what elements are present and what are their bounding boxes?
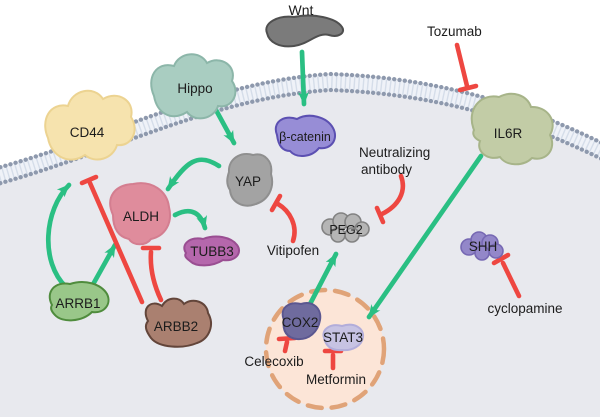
cd44-label: CD44: [70, 125, 105, 140]
stem: [282, 339, 290, 354]
activation-edges: [46, 49, 484, 320]
edge-cyclopamine-inhibits-shh: [491, 252, 522, 299]
t-cap: [269, 193, 283, 213]
neutralizing-antibody-label-line2: antibody: [361, 162, 412, 177]
vitipofen-label: Vitipofen: [267, 243, 319, 258]
stem: [275, 201, 297, 244]
aldh-label: ALDH: [123, 209, 159, 224]
node-labels: Wnt Hippo CD44 β-catenin IL6R YAP ALDH T…: [55, 2, 522, 345]
tubb3-label: TUBB3: [190, 244, 234, 259]
metformin-label: Metformin: [306, 372, 366, 387]
edge-cox2-activates-peg2: [306, 251, 339, 309]
node-shh-cloud: [460, 231, 504, 261]
neutralizing-antibody-label-line1: Neutralizing: [359, 145, 430, 160]
peg2-label: PEG2: [329, 223, 362, 237]
il6r-label: IL6R: [494, 126, 523, 141]
node-tubb3: [183, 235, 241, 267]
edge-neutralizing-antibody-inhibits-peg2: [374, 173, 406, 225]
celecoxib-label: Celecoxib: [244, 354, 303, 369]
cyclopamine-label: cyclopamine: [487, 301, 562, 316]
stem: [454, 42, 470, 89]
node-beta-catenin: [274, 114, 337, 157]
wnt-label: Wnt: [289, 2, 314, 18]
edge-yap-activates-aldh: [165, 157, 222, 192]
node-cd44: [44, 89, 136, 161]
drug-labels: Tozumab Neutralizing antibody Vitipofen …: [244, 24, 562, 387]
stem: [87, 180, 145, 305]
tozumab-label: Tozumab: [427, 24, 482, 39]
stat3-label: STAT3: [323, 330, 363, 345]
node-stat3: [322, 323, 365, 352]
arrb1-label: ARRB1: [55, 296, 100, 311]
node-aldh: [109, 182, 171, 246]
cloud-bubble: [474, 245, 490, 261]
edge-arbb2-inhibits-aldh: [140, 245, 164, 303]
node-il6r: [470, 92, 554, 166]
t-cap: [374, 205, 386, 225]
hippo-label: Hippo: [177, 81, 212, 96]
cloud-bubble: [330, 227, 346, 243]
yap-label: YAP: [235, 174, 261, 189]
t-cap: [457, 83, 479, 93]
edge-tozumab-inhibits-il6r: [454, 42, 479, 93]
edge-arbb2-inhibits-cd44: [79, 174, 145, 305]
cox2-label: COX2: [282, 315, 319, 330]
arbb2-label: ARBB2: [154, 319, 198, 334]
node-wnt: [265, 14, 344, 48]
stem: [148, 249, 164, 303]
stem: [500, 260, 522, 299]
node-hippo: [150, 53, 237, 120]
edge-aldh-activates-tubb3: [172, 208, 208, 231]
protein-nodes: [44, 14, 554, 352]
stem: [379, 173, 406, 217]
edge-hippo-activates-yap: [213, 107, 237, 146]
node-arbb2: [144, 297, 212, 348]
edge-arrb1-activates-cd44: [46, 182, 72, 290]
edge-arrb1-activates-aldh: [88, 242, 118, 291]
node-cox2: [281, 302, 322, 341]
edge-wnt-activates-beta-catenin: [298, 49, 310, 107]
t-cap: [491, 252, 511, 266]
shh-label: SHH: [469, 239, 498, 254]
node-yap: [226, 153, 274, 207]
t-cap: [79, 174, 99, 186]
beta-catenin-label: β-catenin: [279, 130, 331, 144]
edge-il6r-activates-stat3: [366, 153, 484, 320]
edge-vitipofen-inhibits-yap: [269, 193, 297, 244]
node-arrb1: [48, 281, 110, 322]
node-peg2-cloud: [321, 212, 370, 243]
